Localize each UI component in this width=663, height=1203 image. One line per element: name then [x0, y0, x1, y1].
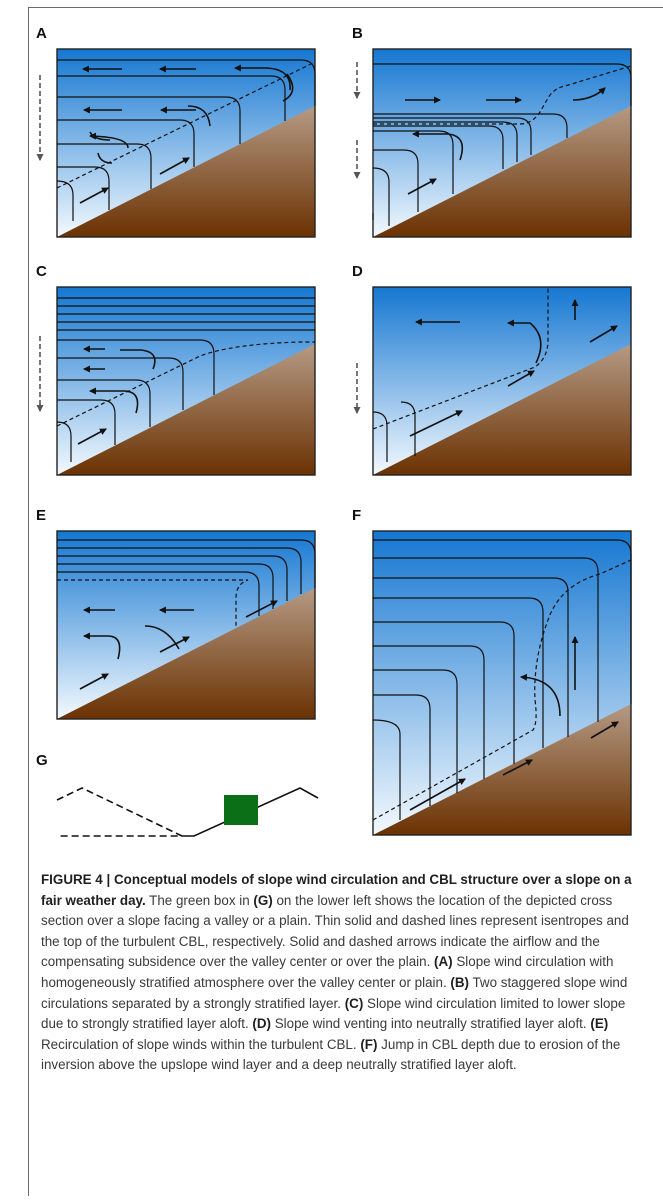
caption-title: Conceptual models of slope wind circulat…: [41, 872, 632, 908]
panel-label-e: E: [36, 507, 46, 524]
panel-label-c: C: [36, 263, 47, 280]
panel-b-flow-arrows: [405, 87, 606, 195]
panel-c: [36, 286, 316, 476]
figure-frame: [28, 7, 663, 1196]
panel-b-slope: [373, 106, 631, 237]
caption-ref-g: (G): [253, 892, 273, 908]
panel-label-a: A: [36, 25, 47, 42]
panel-a: [36, 48, 316, 238]
caption-text-e: Recirculation of slope winds within the …: [41, 1036, 357, 1052]
caption-text-b: Two staggered slope wind circulations se…: [41, 974, 628, 1011]
panel-label-d: D: [352, 263, 363, 280]
panel-c-slope: [57, 344, 315, 475]
panel-label-g: G: [36, 752, 48, 769]
caption-ref-d: (D): [252, 1016, 271, 1032]
panel-f-slope: [373, 704, 631, 835]
panel-b: [353, 48, 632, 238]
panel-f: [372, 530, 632, 836]
caption-ref-b: (B): [450, 974, 469, 990]
caption-intro-before: The green box in: [149, 892, 250, 908]
panel-label-f: F: [352, 507, 361, 524]
panel-e: [56, 530, 316, 720]
caption-text-c: Slope wind circulation limited to lower …: [41, 995, 626, 1032]
panel-a-slope: [57, 106, 315, 237]
panel-g-green-box: [224, 795, 258, 825]
caption-figure-number: FIGURE 4 |: [41, 872, 111, 887]
caption-text-d: Slope wind venting into neutrally strati…: [274, 1016, 587, 1032]
caption-ref-a: (A): [434, 954, 453, 970]
caption-text-f: Jump in CBL depth due to erosion of the …: [41, 1036, 621, 1073]
panel-label-b: B: [352, 25, 363, 42]
caption-ref-c: (C): [344, 995, 364, 1011]
panel-g-valley-dashed: [56, 787, 183, 837]
caption-ref-e: (E): [590, 1016, 609, 1032]
panel-d: [353, 286, 632, 476]
figure-caption: FIGURE 4 | Conceptual models of slope wi…: [41, 870, 641, 1076]
caption-intro-after: on the lower left shows the location of …: [41, 892, 629, 970]
caption-ref-f: (F): [360, 1036, 378, 1052]
caption-text-a: Slope wind circulation with homogeneousl…: [41, 954, 614, 990]
panel-e-flow-arrows: [79, 600, 278, 690]
panel-a-flow-arrows: [79, 64, 294, 204]
panel-d-slope: [373, 344, 631, 475]
panel-d-flow-arrows: [409, 298, 618, 437]
panel-c-flow-arrows: [77, 345, 156, 445]
figure-4-diagram: A B C D E F G: [36, 25, 632, 837]
panel-e-slope: [57, 588, 315, 719]
panel-f-flow-arrows: [409, 635, 619, 811]
panel-g: [56, 787, 319, 837]
